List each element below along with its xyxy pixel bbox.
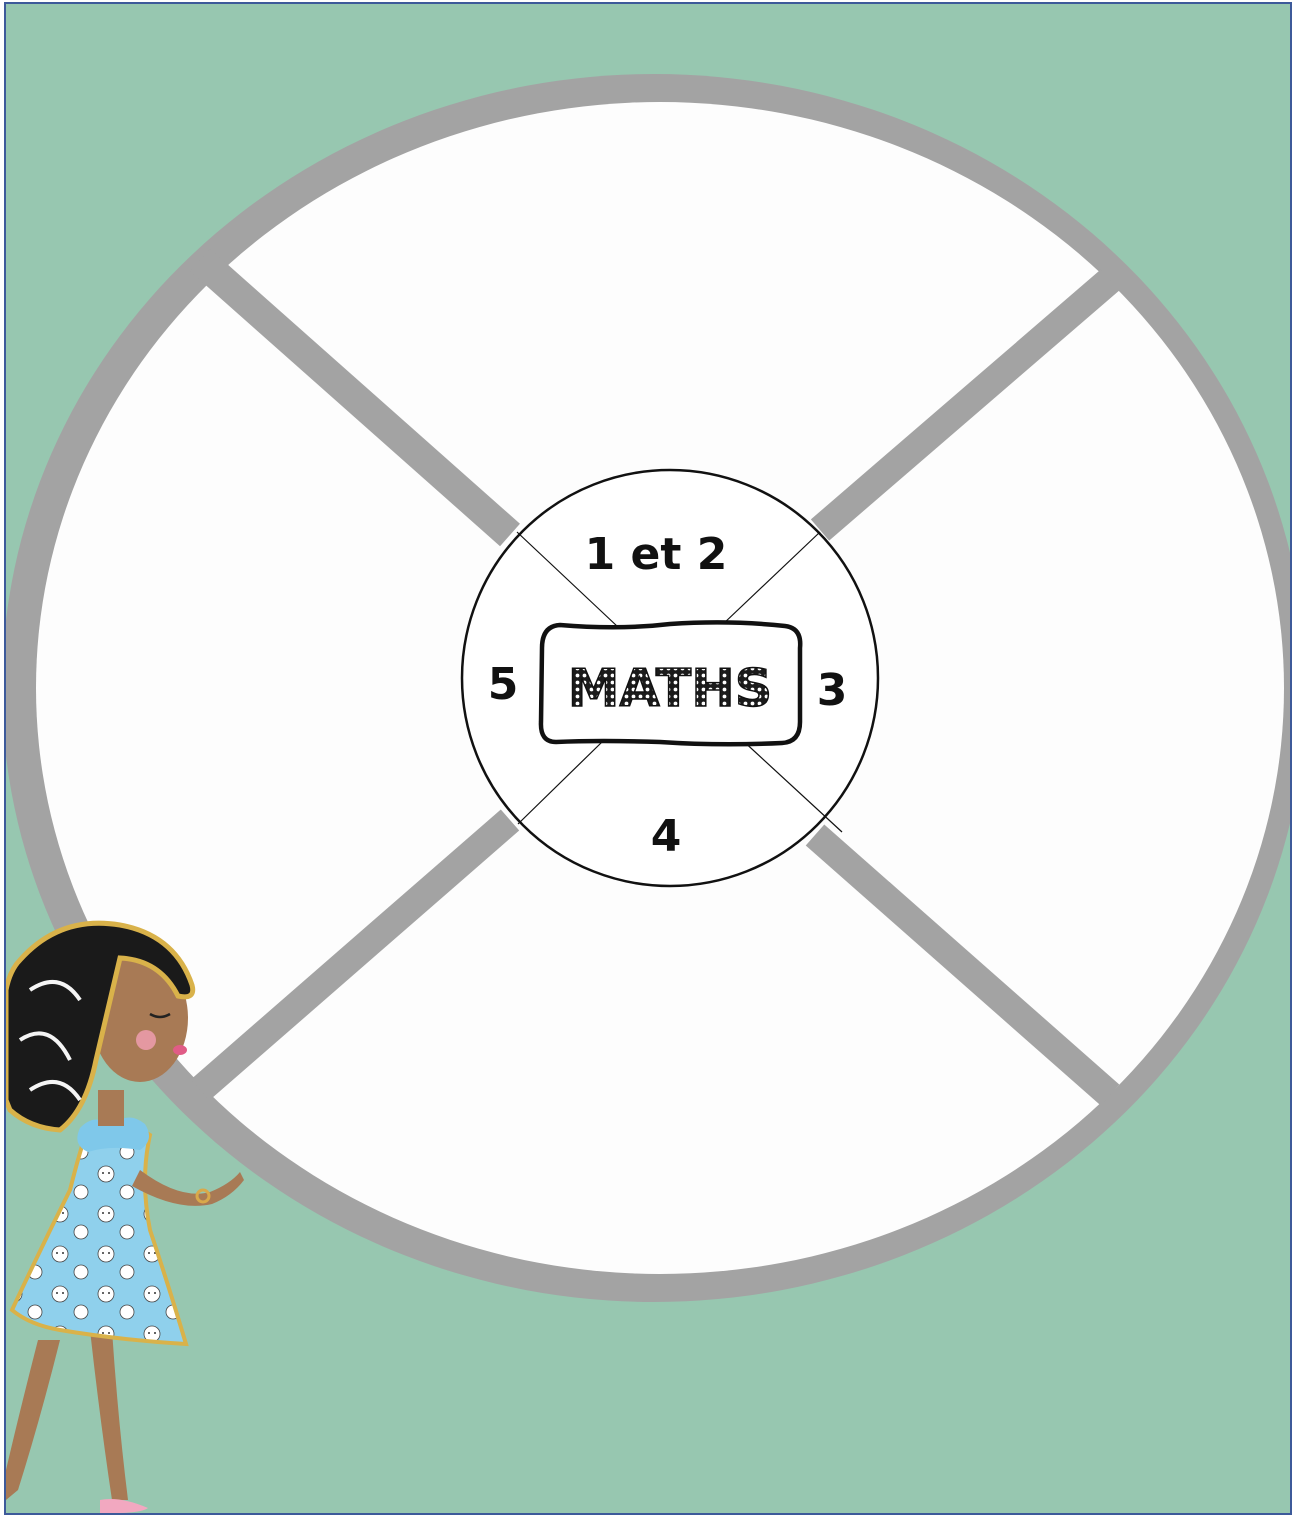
panel-border	[4, 2, 1292, 1515]
